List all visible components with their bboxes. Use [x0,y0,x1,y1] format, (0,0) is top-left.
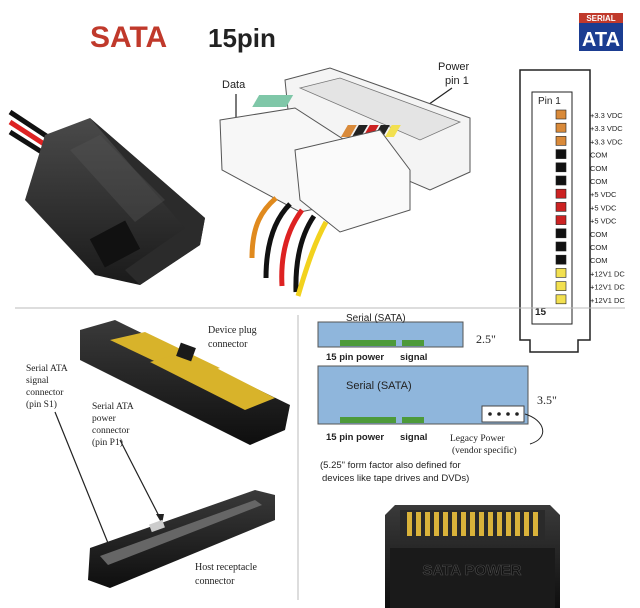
gold-contact [497,512,502,536]
form-factor-note-2: devices like tape drives and DVDs) [322,473,469,484]
sata-power-stamp: SATA POWER [423,562,522,579]
pin-label: COM [590,256,608,265]
pin-swatch [555,294,567,305]
title-main: SATA [90,21,167,54]
pin-label: +5 VDC [590,190,617,199]
logo-bottom-text: ATA [582,29,620,51]
gold-contact [425,512,430,536]
power-connector-label-2: power [92,414,117,424]
pin-label: +3.3 VDC [590,111,623,120]
form-factor-diagram: Serial (SATA) 2.5" 15 pin power signal S… [317,313,557,484]
board-small-size: 2.5" [476,332,496,346]
pin-label: COM [590,177,608,186]
pinout-pin1-label: Pin 1 [538,96,561,107]
pin-list: +3.3 VDC +3.3 VDC +3.3 VDC COM COM COM +5 VDC +… [555,109,625,305]
title-sub: 15pin [208,23,276,53]
pin-swatch [555,109,567,120]
gold-contact [407,512,412,536]
data-label: Data [222,79,246,91]
pinout-pin15-label: 15 [535,307,547,318]
device-plug-label-1: Device plug [208,325,257,336]
gold-contact [434,512,439,536]
gold-contact [488,512,493,536]
gold-contact [479,512,484,536]
gold-contact [452,512,457,536]
data-pins [252,95,294,107]
board-large-title: Serial (SATA) [346,380,412,392]
plug-receptacle-diagram: Device plug connector Serial ATA signal … [26,320,290,588]
device-plug-label-2: connector [208,339,248,350]
pin-label: COM [590,243,608,252]
small-power-label: 15 pin power [326,352,384,363]
logo-top-text: SERIAL [586,14,615,23]
small-signal-label: signal [400,352,427,363]
pin-label: +3.3 VDC [590,137,623,146]
power-connector-label-1: Serial ATA [92,402,134,412]
sata-power-connector-photo: SATA POWER [385,505,560,608]
pin-swatch [555,136,567,146]
connector-exploded-diagram: Data Power pin 1 [219,61,471,297]
large-signal-label: signal [400,432,427,443]
signal-connector-label-2: signal [26,376,49,386]
legacy-power-label-2: (vendor specific) [452,445,517,456]
pin-swatch [555,175,567,186]
pin-swatch [555,202,567,212]
signal-connector-label-4: (pin S1) [26,399,57,410]
pin-swatch [555,241,567,252]
pin-label: +12V1 DC [590,283,625,292]
pin-label: COM [590,164,608,173]
pin-label: +12V1 DC [590,296,625,305]
pin-swatch [555,215,567,225]
gold-contact [443,512,448,536]
board-large-size: 3.5" [537,393,557,407]
power-connector-label-3: connector [92,426,130,436]
pin-label: +12V1 DC [590,269,625,278]
pin-label: COM [590,151,608,160]
pin-swatch [555,254,567,265]
pinout-table: Pin 1 15 +3.3 VDC +3.3 VDC +3.3 VDC COM COM C… [519,69,625,353]
pin-swatch [555,162,567,173]
gold-pins [407,512,538,536]
board-small-title: Serial (SATA) [346,313,406,324]
serial-ata-logo: SERIAL ATA [579,13,623,51]
pin-swatch [555,149,567,159]
form-factor-note-1: (5.25" form factor also defined for [320,460,461,471]
pin-swatch [555,281,567,291]
gold-contact [416,512,421,536]
gold-contact [470,512,475,536]
pin-swatch [555,122,567,133]
pin-label: +5 VDC [590,217,617,226]
legacy-power-label-1: Legacy Power [450,434,505,444]
pin1-label: pin 1 [445,75,469,87]
gold-contact [533,512,538,536]
pin-swatch [555,268,567,278]
pin-label: COM [590,230,608,239]
power-label: Power [438,61,470,73]
sata-cable-plug-photo [8,109,205,285]
pin-label: +3.3 VDC [590,124,623,133]
gold-contact [524,512,529,536]
host-receptacle-label-1: Host receptacle [195,562,257,573]
signal-connector-label-1: Serial ATA [26,364,68,374]
title: SATA 15pin [90,21,276,54]
gold-contact [515,512,520,536]
host-receptacle-label-2: connector [195,576,235,587]
large-power-label: 15 pin power [326,432,384,443]
gold-contact [461,512,466,536]
pin-swatch [555,228,567,239]
power-connector-label-4: (pin P1) [92,437,123,448]
pin-swatch [555,188,567,199]
signal-connector-label-3: connector [26,388,64,398]
gold-contact [506,512,511,536]
pin-label: +5 VDC [590,203,617,212]
